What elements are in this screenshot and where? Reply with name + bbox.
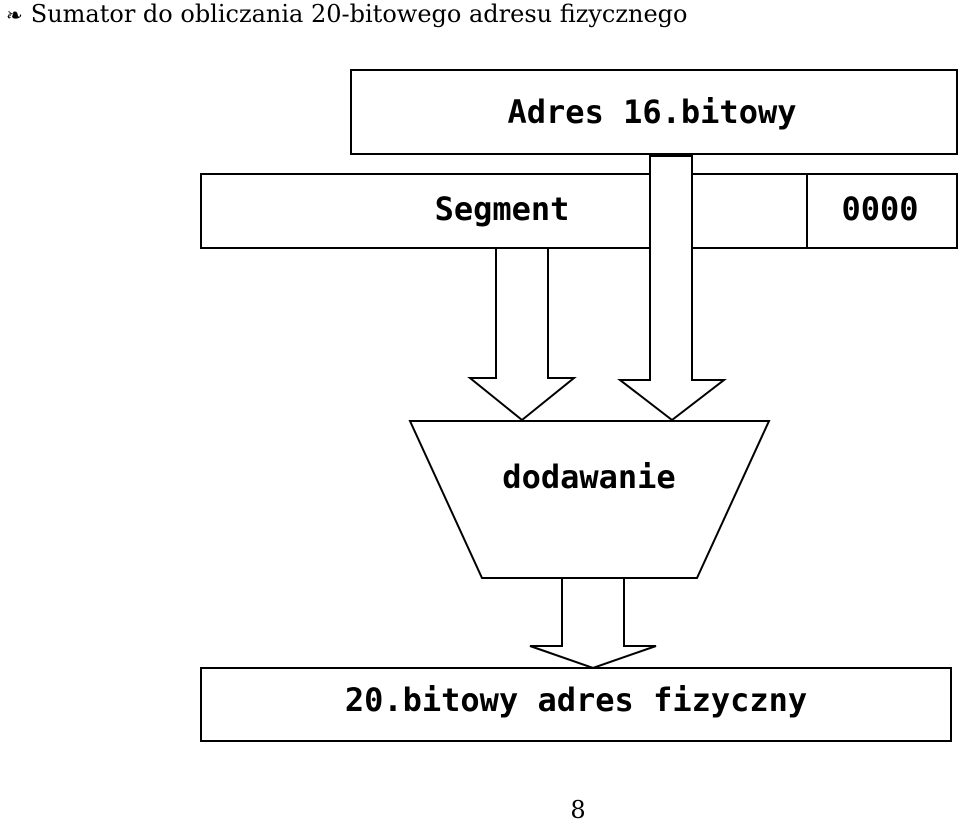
slide-title-text: Sumator do obliczania 20-bitowego adresu… — [30, 0, 688, 28]
address-box-label: Adres 16.bitowy — [508, 93, 797, 131]
segment-box — [200, 173, 958, 249]
slide-title: ❧ Sumator do obliczania 20-bitowego adres… — [6, 0, 687, 28]
adder-label: dodawanie — [502, 458, 675, 496]
result-box — [200, 667, 952, 742]
address-box — [350, 69, 958, 155]
segment-suffix-label: 0000 — [841, 190, 918, 228]
segment-arrow — [467, 247, 577, 422]
output-arrow — [529, 577, 657, 670]
fleuron-icon: ❧ — [6, 3, 23, 27]
adder-block — [408, 420, 771, 579]
segment-label: Segment — [435, 190, 570, 228]
page-number: 8 — [570, 796, 586, 824]
address-arrow — [617, 155, 727, 422]
result-label: 20.bitowy adres fizyczny — [345, 681, 807, 719]
